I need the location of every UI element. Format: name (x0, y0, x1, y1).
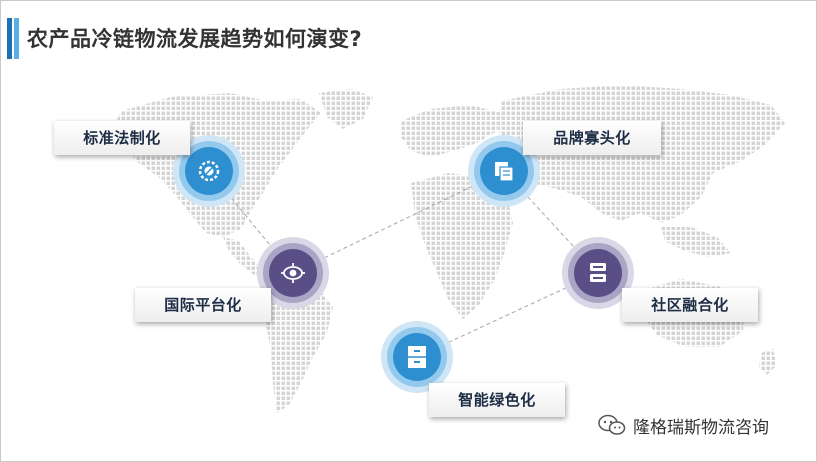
target-icon (281, 263, 305, 283)
label-green: 智能绿色化 (429, 383, 565, 417)
label-brand: 品牌寡头化 (523, 121, 661, 155)
page-title: 农产品冷链物流发展趋势如何演变? (27, 27, 363, 51)
node-intl[interactable] (257, 237, 329, 309)
title-accent-bar-light (14, 18, 19, 59)
gear-icon (198, 160, 220, 182)
connector-community-green (416, 272, 599, 358)
cabinet-icon (408, 346, 426, 368)
wechat-icon (598, 414, 626, 435)
node-community[interactable] (562, 237, 634, 309)
title-accent-bar (7, 18, 12, 59)
label-community: 社区融合化 (622, 288, 758, 322)
documents-icon (495, 162, 514, 182)
watermark: 隆格瑞斯物流咨询 (597, 413, 769, 438)
label-intl: 国际平台化 (135, 288, 271, 322)
label-standard: 标准法制化 (54, 121, 190, 155)
watermark-text: 隆格瑞斯物流咨询 (633, 417, 769, 438)
server-icon (590, 263, 606, 282)
node-green[interactable] (381, 321, 453, 393)
node-standard[interactable] (173, 135, 245, 207)
node-brand[interactable] (468, 135, 540, 207)
